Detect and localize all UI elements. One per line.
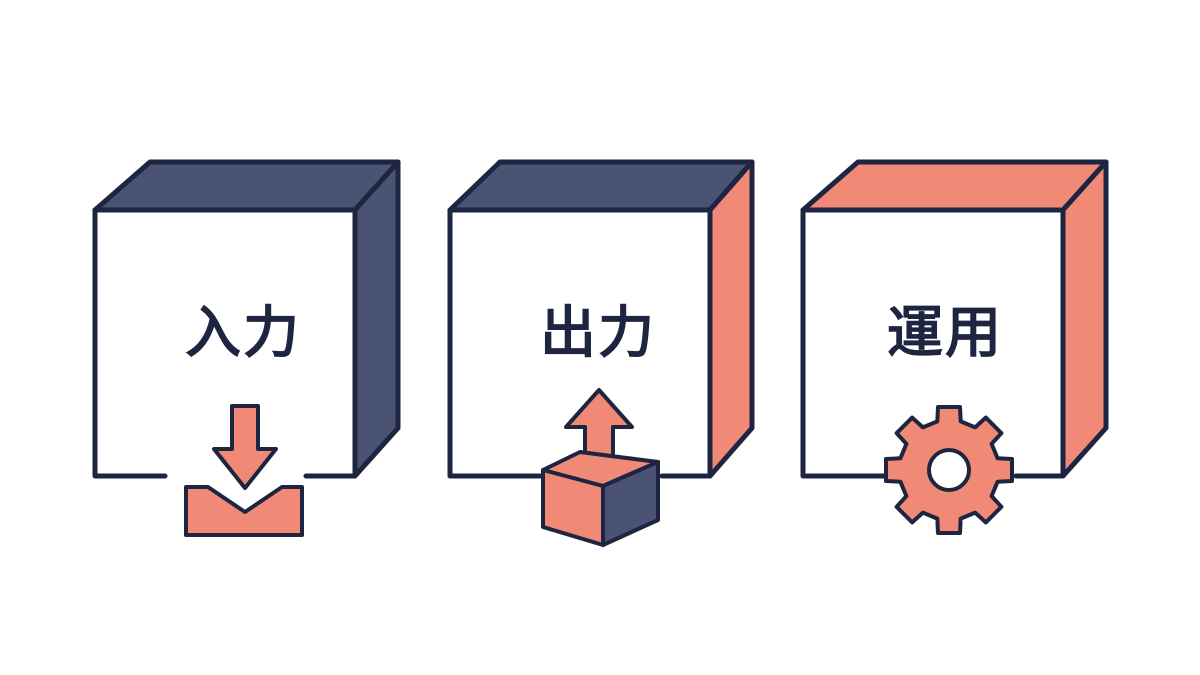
cube-operation-side xyxy=(1060,159,1109,479)
box-side xyxy=(601,460,660,547)
cube-output-front xyxy=(447,207,713,479)
cube-input-label: 入力 xyxy=(185,301,301,366)
download-arrow xyxy=(212,404,278,490)
cube-output: 出力 xyxy=(447,159,755,547)
cube-operation-front xyxy=(800,207,1066,479)
cube-output-top xyxy=(447,159,755,213)
cube-output-side xyxy=(707,159,755,479)
tray-body xyxy=(184,485,304,537)
cube-input-front xyxy=(92,207,358,479)
cube-input-side xyxy=(352,159,401,479)
cube-operation-top xyxy=(800,159,1109,213)
cube-input: 入力 xyxy=(92,159,401,537)
cube-operation: 運用 xyxy=(800,159,1109,535)
tray-download-icon xyxy=(184,404,304,537)
cube-output-label: 出力 xyxy=(540,301,656,366)
cube-input-top xyxy=(92,159,401,213)
gear-icon xyxy=(884,405,1014,535)
cube-operation-label: 運用 xyxy=(887,301,1003,366)
gear-hole xyxy=(927,448,971,492)
box-upload-icon xyxy=(541,388,660,547)
